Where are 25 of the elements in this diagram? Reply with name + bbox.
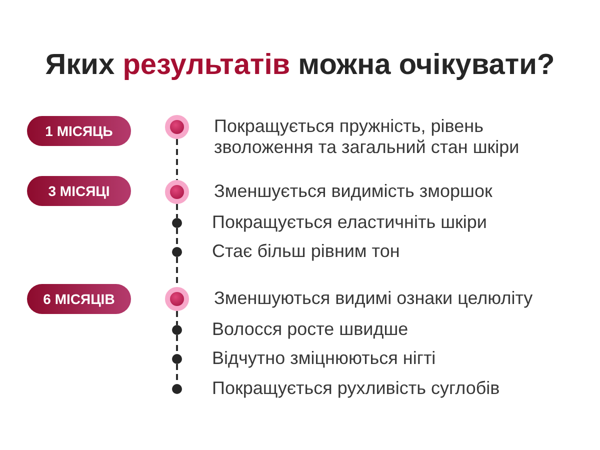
dashed-connector — [176, 228, 178, 247]
period-tag: 3 МІСЯЦІ — [27, 176, 131, 206]
title: Яких результатів можна очікувати? — [44, 48, 556, 83]
result-text: Покращується еластичніть шкіри — [212, 212, 487, 233]
timeline-marker-icon — [165, 115, 189, 139]
result-text: Покращується рухливість суглобів — [212, 378, 500, 399]
result-text: Покращується пружність, рівень зволоження та загальний стан шкіри — [214, 116, 520, 158]
result-text: Відчутно зміцнюються нігті — [212, 348, 436, 369]
timeline-dot-icon — [172, 218, 182, 228]
dashed-connector — [176, 311, 178, 325]
timeline-dot-icon — [172, 354, 182, 364]
period-tag: 1 МІСЯЦЬ — [27, 116, 131, 146]
timeline-dot-icon — [172, 384, 182, 394]
timeline-dot-icon — [172, 247, 182, 257]
result-text: Зменшується видимість зморшок — [214, 181, 492, 202]
result-text: Зменшуються видимі ознаки целюліту — [214, 288, 533, 309]
result-text: Волосся росте швидше — [212, 319, 408, 340]
dashed-connector — [176, 335, 178, 354]
timeline-dot-icon — [172, 325, 182, 335]
dashed-connector — [176, 204, 178, 218]
result-text: Стає більш рівним тон — [212, 241, 400, 262]
timeline-marker-icon — [165, 287, 189, 311]
period-tag: 6 МІСЯЦІВ — [27, 284, 131, 314]
dashed-connector — [176, 139, 178, 180]
timeline-marker-icon — [165, 180, 189, 204]
